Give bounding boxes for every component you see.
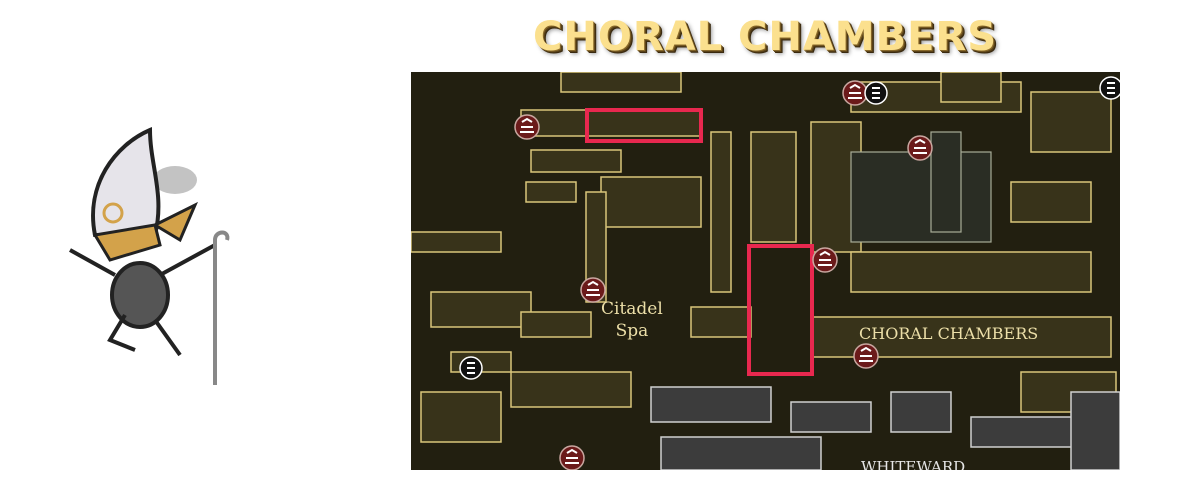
bench-icon[interactable] bbox=[842, 80, 868, 106]
character-illustration bbox=[55, 125, 255, 400]
citadel-spa-line1: Citadel bbox=[601, 299, 663, 319]
bench-icon[interactable] bbox=[812, 247, 838, 273]
citadel-spa-label: Citadel Spa bbox=[601, 298, 663, 342]
stag-station-icon[interactable] bbox=[1099, 76, 1120, 100]
whiteward-label: WHITEWARD bbox=[861, 458, 966, 470]
stag-station-icon[interactable] bbox=[459, 356, 483, 380]
highlight-boxes bbox=[585, 108, 814, 376]
bench-icon[interactable] bbox=[907, 135, 933, 161]
bench-icon[interactable] bbox=[853, 343, 879, 369]
bench-icon[interactable] bbox=[514, 114, 540, 140]
bench-icon[interactable] bbox=[559, 445, 585, 470]
bench-icon[interactable] bbox=[580, 277, 606, 303]
map-rooms bbox=[411, 72, 1120, 470]
citadel-spa-line2: Spa bbox=[615, 321, 649, 341]
game-map[interactable]: Citadel Spa CHORAL CHAMBERS WHITEWARD bbox=[411, 72, 1120, 470]
stag-station-icon[interactable] bbox=[864, 81, 888, 105]
highlight-box-lower bbox=[747, 244, 814, 376]
page-title: CHORAL CHAMBERS bbox=[532, 14, 998, 60]
choral-chambers-label: CHORAL CHAMBERS bbox=[859, 324, 1039, 343]
highlight-box-upper bbox=[585, 108, 703, 143]
